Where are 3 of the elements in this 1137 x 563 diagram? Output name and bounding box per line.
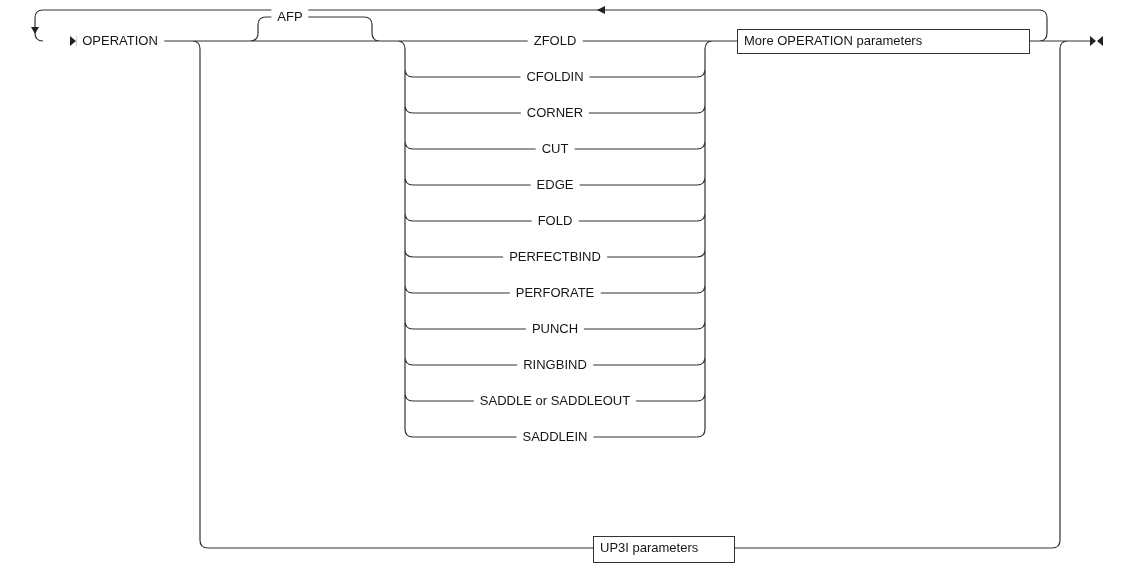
parameter-group-box: More OPERATION parameters bbox=[737, 29, 1030, 54]
parameter-group-box: UP3I parameters bbox=[593, 536, 735, 563]
keyword: OPERATION bbox=[76, 33, 164, 49]
